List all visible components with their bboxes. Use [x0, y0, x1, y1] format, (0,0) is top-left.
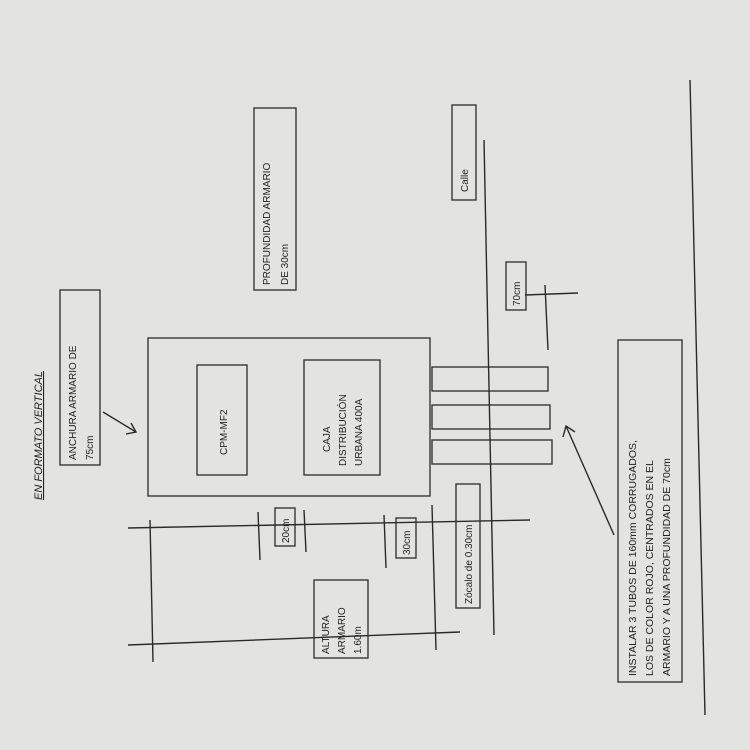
caja-label-line1: CAJA — [322, 426, 333, 452]
calle-label: Calle — [460, 169, 471, 192]
instalar-box — [617, 339, 683, 683]
zocalo-label: Zócalo de 0.30cm — [464, 525, 475, 605]
dim-70-line — [544, 284, 549, 351]
altura-dim-line — [149, 519, 154, 663]
dim-20-line-b — [303, 509, 307, 553]
instalar-label-line1: INSTALAR 3 TUBOS DE 160mm CORRUGADOS, — [627, 440, 639, 676]
altura-box — [313, 579, 369, 659]
dim-20-box — [274, 507, 296, 547]
tube-2 — [431, 404, 551, 430]
dim-20-line-a — [257, 511, 261, 561]
cpm-box — [196, 364, 248, 476]
bottom-guide-line — [127, 631, 461, 646]
anchura-arrow — [102, 411, 137, 433]
calle-box — [451, 104, 477, 201]
instalar-arrowhead — [562, 424, 576, 438]
anchura-label-line2: 75cm — [85, 436, 96, 460]
dim-70-box — [505, 261, 527, 311]
cpm-label: CPM-MF2 — [219, 409, 230, 455]
dim-20-label: 20cm — [281, 519, 292, 543]
dim-30-line — [383, 514, 387, 569]
zocalo-dim-line — [431, 504, 437, 651]
instalar-label-line2: LOS DE COLOR ROJO, CENTRADOS EN EL — [644, 460, 656, 676]
ground-line — [483, 139, 495, 636]
anchura-arrowhead — [125, 422, 138, 435]
zocalo-box — [455, 483, 481, 609]
caja-label-line3: URBANA 400A — [354, 398, 365, 466]
altura-label-line1: ALTURA — [321, 615, 332, 654]
profundidad-label-line1: PROFUNDIDAD ARMARIO — [262, 163, 273, 285]
dim-70-tick — [524, 292, 579, 296]
altura-label-line2: ARMARIO — [337, 607, 348, 654]
instalar-arrow — [565, 425, 615, 536]
instalar-label-line3: ARMARIO Y A UNA PROFUNDIDAD DE 70cm — [661, 458, 673, 676]
dim-70-label: 70cm — [512, 282, 523, 306]
anchura-box — [59, 289, 101, 466]
tube-3 — [431, 439, 553, 465]
dim-30-label: 30cm — [402, 531, 413, 555]
cabinet-box — [147, 337, 431, 497]
page-edge-line — [689, 79, 706, 716]
profundidad-label-line2: DE 30cm — [280, 244, 291, 285]
caja-box — [303, 359, 381, 476]
page-title: EN FORMATO VERTICAL — [33, 371, 45, 500]
altura-label-line3: 1.60m — [353, 626, 364, 654]
anchura-label-line1: ANCHURA ARMARIO DE — [68, 345, 79, 460]
tube-1 — [431, 366, 549, 392]
profundidad-box — [253, 107, 297, 291]
top-guide-line — [127, 519, 531, 529]
dim-30-box — [395, 517, 417, 559]
caja-label-line2: DISTRIBUCIÓN — [336, 394, 349, 466]
